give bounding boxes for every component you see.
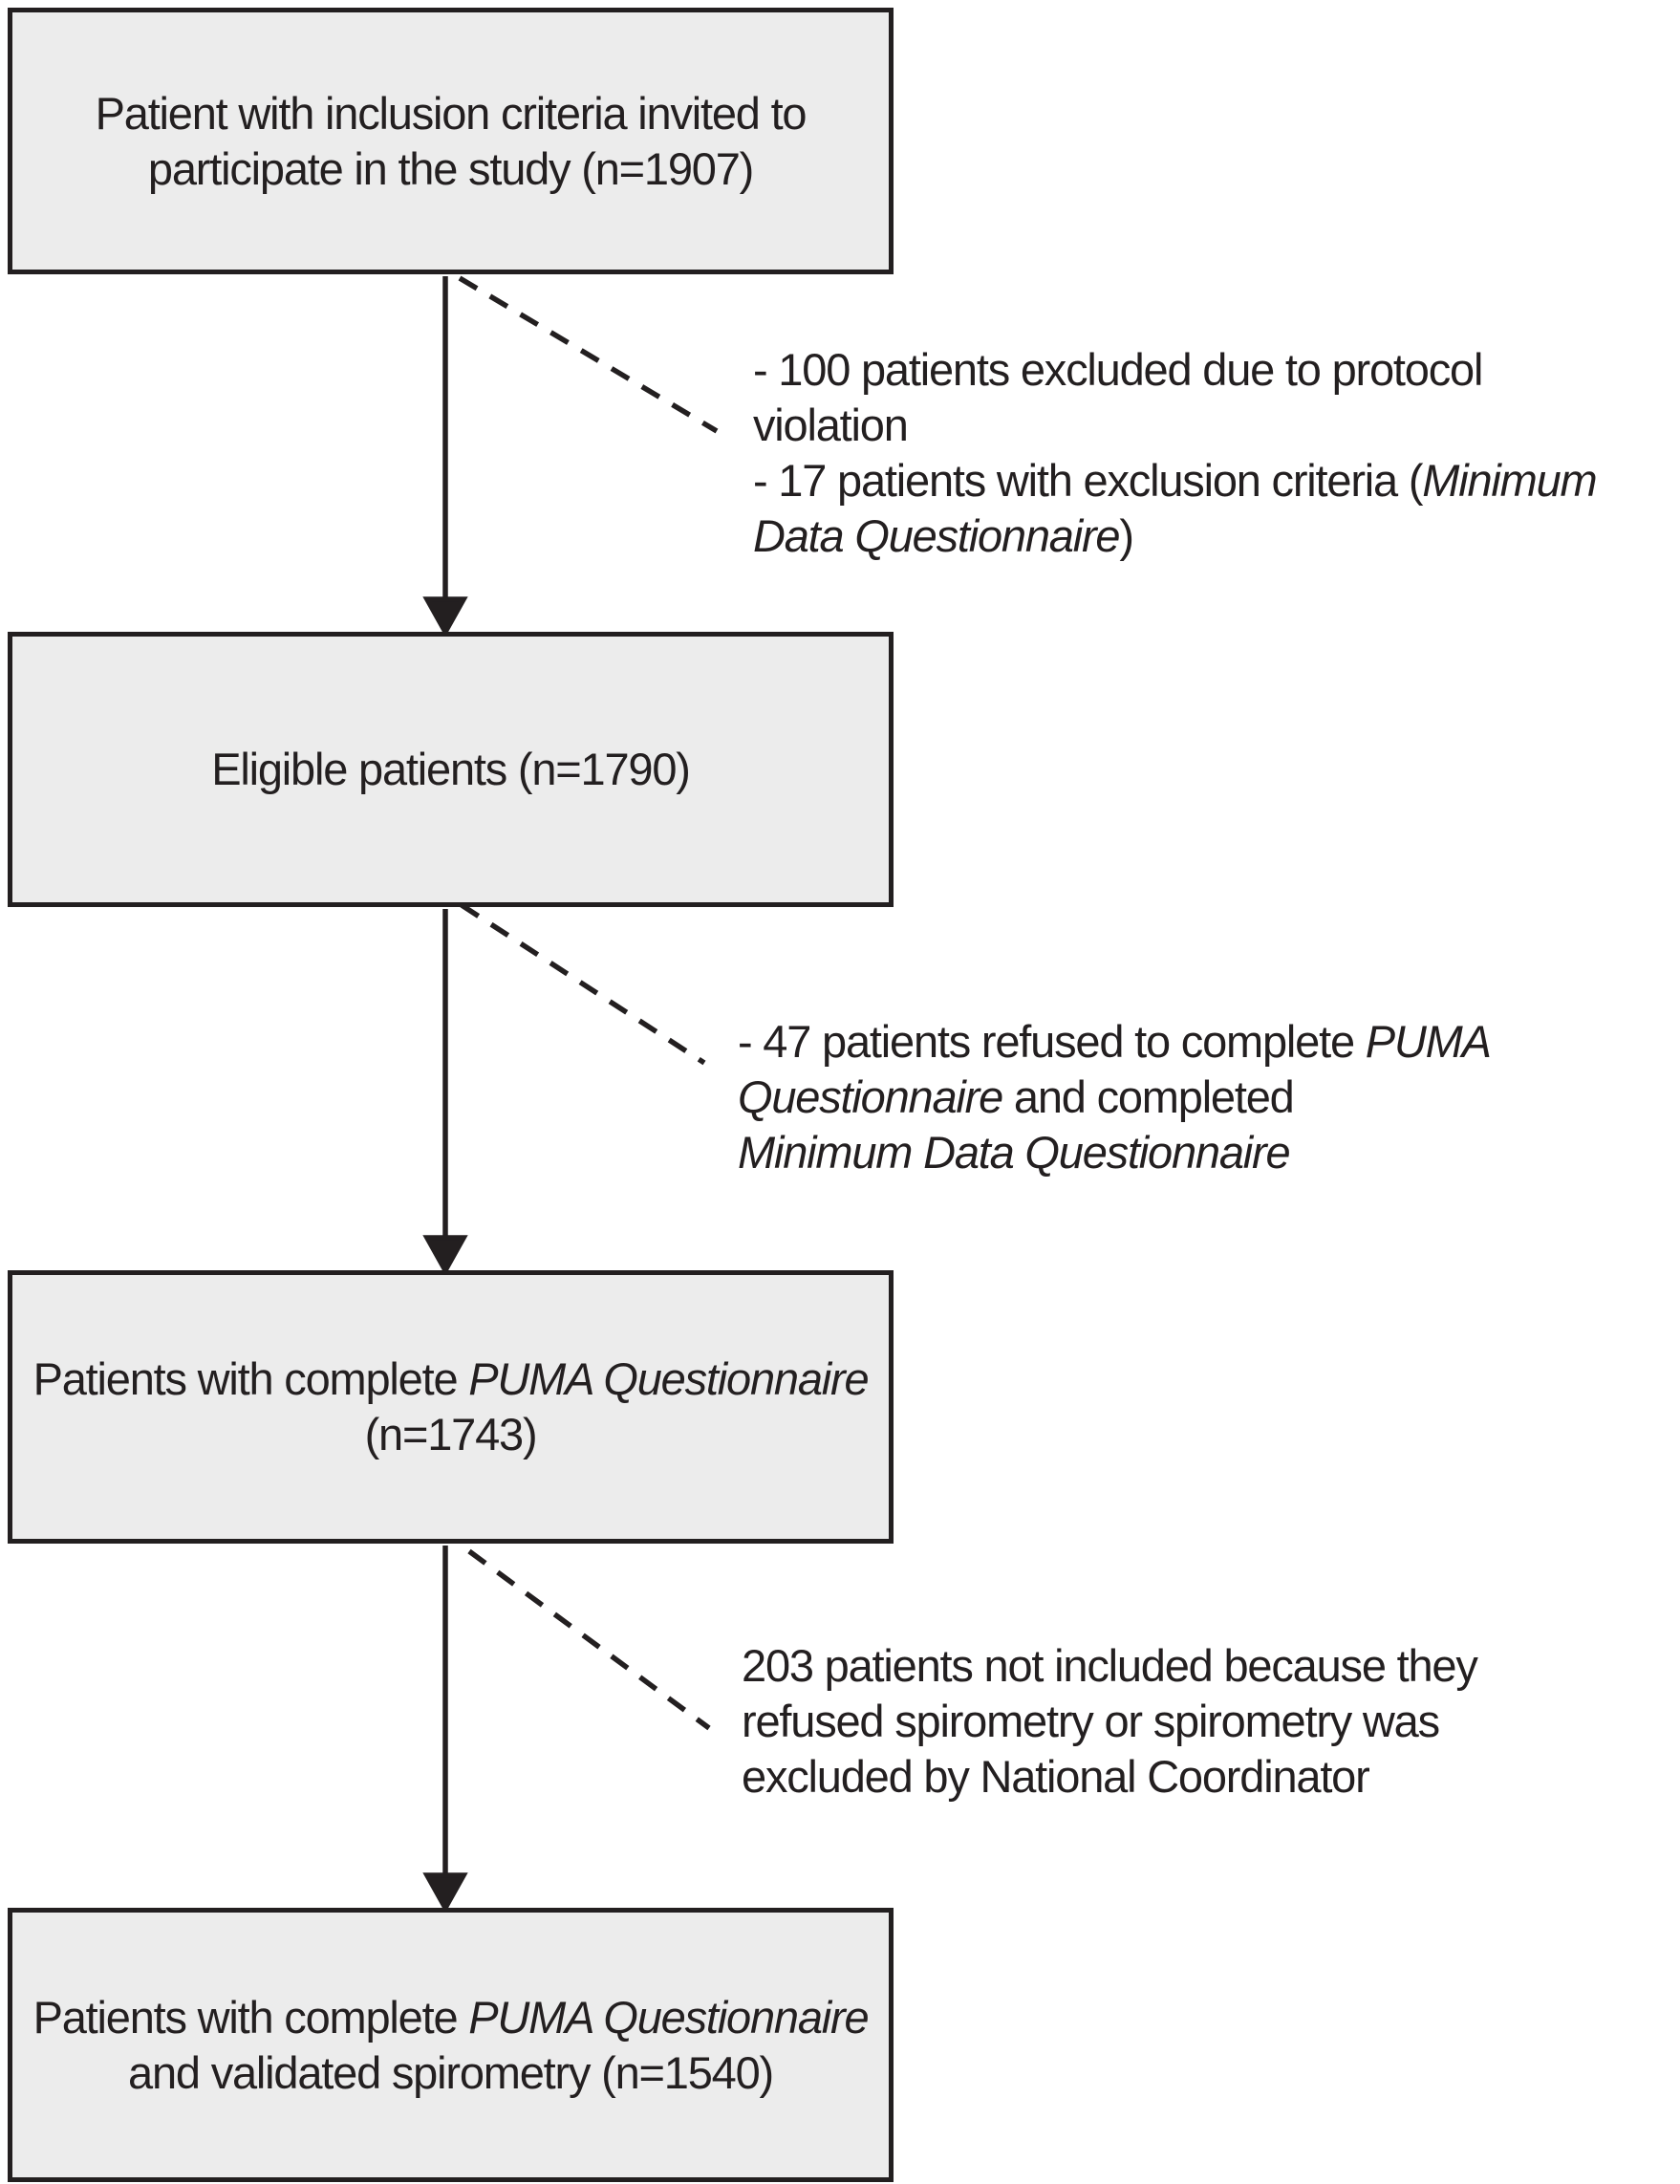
note-line: Questionnaire and completed (738, 1071, 1295, 1122)
note-line: violation (753, 400, 909, 450)
dashed-connector-refused-puma (460, 902, 706, 1066)
box-eligible: Eligible patients (n=1790) (8, 632, 894, 907)
note-excluded-protocol: - 100 patients excluded due to protocol … (753, 342, 1598, 564)
box-text-line: Patient with inclusion criteria invited … (95, 87, 808, 139)
note-line: - 100 patients excluded due to protocol (753, 344, 1483, 395)
note-line: refused spirometry or spirometry was (742, 1696, 1440, 1746)
arrow-puma-to-spirometry (422, 1546, 468, 1914)
arrow-eligible-to-puma (422, 909, 468, 1276)
note-line: - 17 patients with exclusion criteria (M… (753, 455, 1598, 506)
dashed-connector-excluded-protocol (458, 275, 719, 434)
box-text-line: Patients with complete PUMA Questionnair… (32, 1991, 870, 2043)
box-text-line: participate in the study (n=1907) (147, 142, 754, 194)
arrowhead-icon (422, 1235, 468, 1276)
note-line: Data Questionnaire) (753, 510, 1134, 561)
arrow-invited-to-eligible (422, 276, 468, 638)
note-line: 203 patients not included because they (742, 1640, 1478, 1691)
arrowhead-icon (422, 1872, 468, 1914)
box-complete-puma-spirometry: Patients with complete PUMA Questionnair… (8, 1908, 894, 2182)
note-line: - 47 patients refused to complete PUMA (738, 1016, 1492, 1067)
box-invited: Patient with inclusion criteria invited … (8, 8, 894, 274)
box-text-line: and validated spirometry (n=1540) (128, 2046, 774, 2098)
note-line: Minimum Data Questionnaire (738, 1127, 1291, 1178)
arrowhead-icon (422, 596, 468, 638)
note-refused-puma: - 47 patients refused to complete PUMA Q… (738, 1014, 1492, 1180)
box-text-line: Patients with complete PUMA Questionnair… (32, 1353, 870, 1404)
box-text-line: Eligible patients (n=1790) (211, 744, 691, 794)
dashed-connector-not-included (467, 1548, 711, 1731)
note-line: excluded by National Coordinator (742, 1751, 1370, 1802)
box-complete-puma: Patients with complete PUMA Questionnair… (8, 1270, 894, 1544)
note-not-included-spirometry: 203 patients not included because they r… (742, 1638, 1478, 1805)
box-text-line: (n=1743) (364, 1409, 538, 1460)
